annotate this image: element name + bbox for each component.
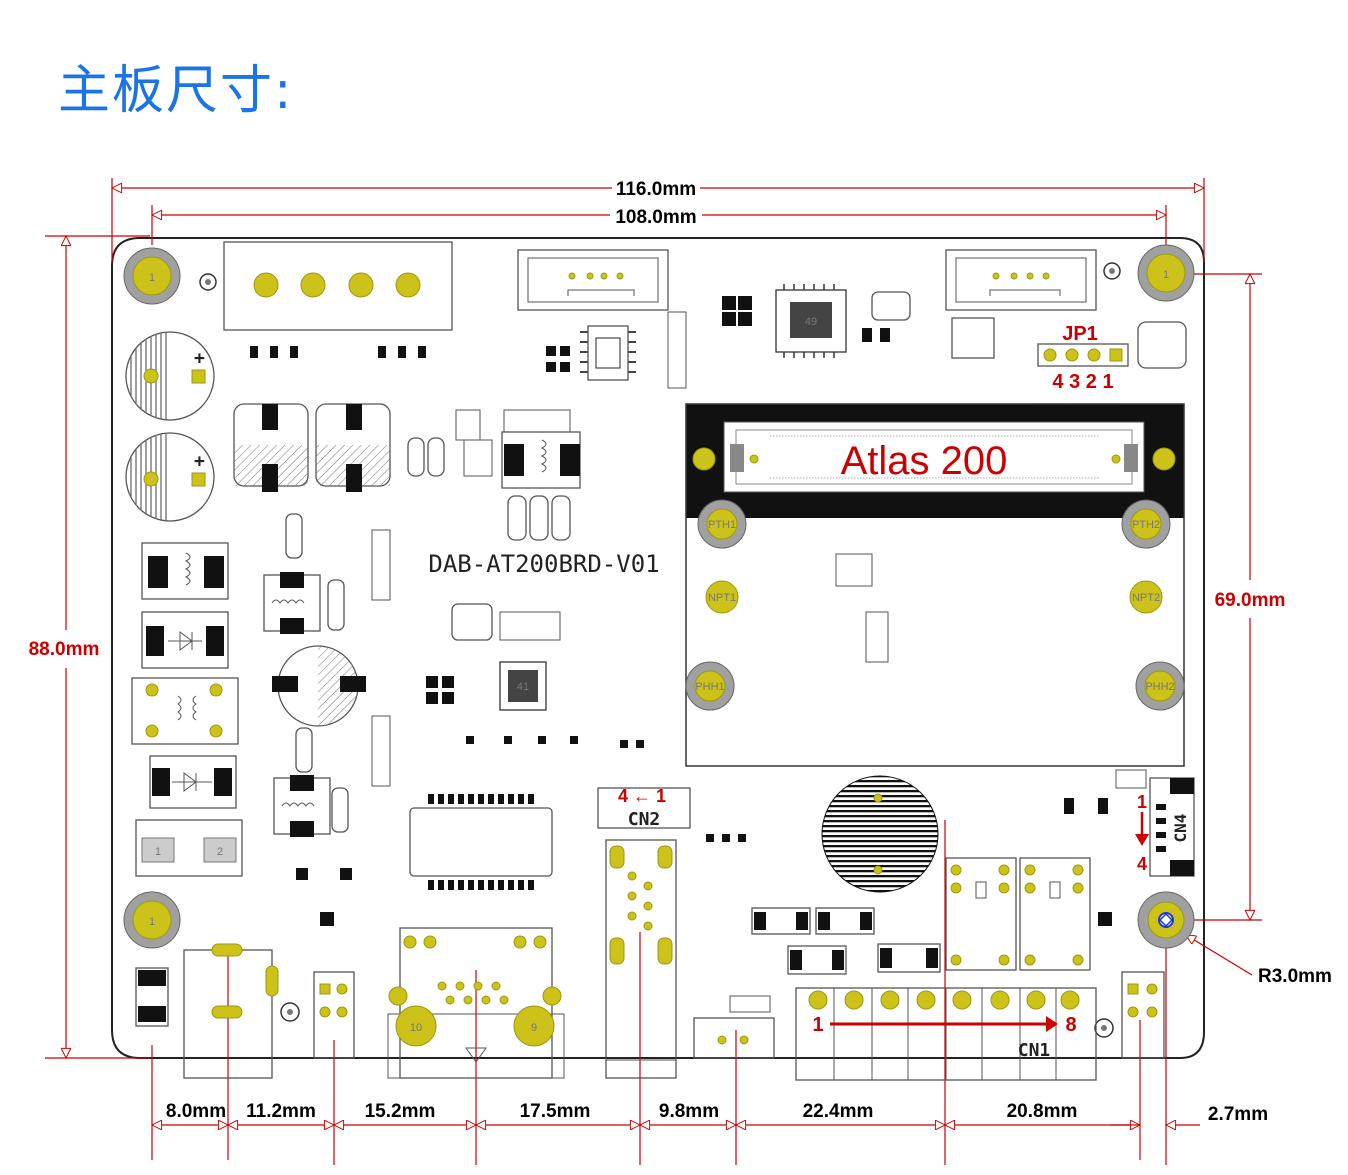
buzzer: [821, 775, 939, 893]
dim-bottom-6: 20.8mm: [1007, 1101, 1078, 1122]
module-hole-phh2: PHH2: [1135, 661, 1185, 711]
inductor-center: [501, 431, 581, 489]
dim-bottom-1: 11.2mm: [246, 1101, 316, 1122]
cn1-start: 1: [812, 1014, 823, 1036]
diodes: [751, 907, 941, 975]
dim-bottom-3: 17.5mm: [520, 1101, 591, 1122]
svg-text:1: 1: [149, 272, 155, 284]
hole-span-height-label: 69.0mm: [1215, 590, 1286, 611]
mid-left-parts: [263, 513, 349, 837]
svg-text:PHH2: PHH2: [1145, 681, 1174, 693]
svg-text:1: 1: [155, 846, 161, 858]
overall-width-label: 116.0mm: [616, 179, 696, 200]
svg-text:NPT2: NPT2: [1132, 592, 1160, 604]
svg-text:1: 1: [149, 916, 155, 928]
svg-text:PTH2: PTH2: [1132, 519, 1160, 531]
two-pin-headers: [313, 971, 1165, 1059]
cn4-connector: 1 4 CN4: [1135, 777, 1195, 877]
board-name: DAB-AT200BRD-V01: [428, 550, 659, 578]
rj45-connector: 10 9: [387, 927, 565, 1079]
atlas-module: Atlas 200 PTH1 PTH2 NPT1 NPT2 PHH1 PHH2: [685, 403, 1185, 767]
jp1-label: JP1: [1062, 323, 1098, 345]
module-label: Atlas 200: [841, 439, 1008, 483]
small-smd-pads: [250, 296, 1112, 926]
dim-overall-height: 88.0mm: [29, 236, 150, 1058]
dc-jack: [135, 943, 279, 1079]
svg-text:NPT1: NPT1: [708, 592, 736, 604]
dim-hole-span-width: 108.0mm: [152, 205, 1166, 245]
mount-holes: 1 1 1: [123, 244, 1195, 949]
cn1-label: CN1: [1018, 1040, 1051, 1061]
cn2-label: CN2: [628, 809, 661, 830]
electrolytic-caps: + +: [125, 331, 215, 522]
svg-text:PTH1: PTH1: [708, 519, 736, 531]
smd-caps: [233, 403, 391, 727]
dim-bottom-7: 2.7mm: [1208, 1104, 1268, 1125]
overall-height-label: 88.0mm: [29, 639, 100, 660]
passives-oval: [407, 291, 1187, 641]
cn1-terminal: 1 8 CN1: [795, 987, 1097, 1081]
pcb-outline: [111, 237, 1205, 1059]
module-hole-phh1: PHH1: [685, 661, 735, 711]
usb-connector: [605, 839, 677, 1079]
relays: [945, 857, 1091, 971]
mount-hole-br: [1137, 891, 1195, 949]
svg-text:+: +: [194, 348, 205, 369]
svg-text:+: +: [194, 451, 205, 472]
dim-bottom-2: 15.2mm: [365, 1101, 436, 1122]
hole-span-width-label: 108.0mm: [615, 207, 696, 228]
hole-radius-label: R3.0mm: [1258, 966, 1332, 987]
svg-text:49: 49: [805, 316, 817, 328]
page-title: 主板尺寸:: [58, 61, 294, 121]
jp1-header: JP1 4 3 2 1: [1037, 323, 1129, 393]
dim-overall-width: 116.0mm: [112, 178, 1204, 262]
module-hole-npt2: NPT2: [1129, 580, 1163, 614]
ic-clusters: 49 41: [409, 284, 995, 890]
cn4-end: 4: [1137, 854, 1147, 874]
dim-hole-radius: R3.0mm: [1186, 935, 1332, 987]
cn4-start: 1: [1137, 792, 1147, 812]
mount-hole-tr: 1: [1137, 244, 1195, 302]
dim-bottom-0: 8.0mm: [166, 1101, 226, 1122]
fiducials: [199, 262, 1121, 1038]
svg-text:9: 9: [531, 1022, 537, 1034]
svg-text:1: 1: [1163, 269, 1169, 281]
svg-text:2: 2: [217, 846, 223, 858]
dim-bottom-5: 22.4mm: [803, 1101, 874, 1122]
svg-text:41: 41: [517, 681, 529, 693]
cn2-pins: 4 ← 1: [618, 786, 666, 806]
top-connectors: [517, 249, 1097, 311]
module-hole-pth2: PTH2: [1121, 499, 1171, 549]
dim-bottom-4: 9.8mm: [659, 1101, 719, 1122]
module-hole-pth1: PTH1: [697, 499, 747, 549]
cn1-end: 8: [1065, 1014, 1076, 1036]
svg-text:PHH1: PHH1: [695, 681, 724, 693]
left-column-parts: 1 2: [131, 542, 243, 877]
cn4-label: CN4: [1171, 814, 1190, 843]
module-hole-npt1: NPT1: [705, 580, 739, 614]
mount-hole-tl: 1: [123, 247, 181, 305]
cn2-connector: 4 ← 1 CN2: [597, 786, 691, 830]
svg-text:10: 10: [410, 1022, 422, 1034]
dim-bottom: 8.0mm 11.2mm 15.2mm 17.5mm 9.8mm 22.4mm …: [152, 820, 1268, 1165]
power-connector-top: [223, 241, 453, 331]
jp1-pins: 4 3 2 1: [1052, 371, 1113, 393]
mount-hole-bl: 1: [123, 891, 181, 949]
